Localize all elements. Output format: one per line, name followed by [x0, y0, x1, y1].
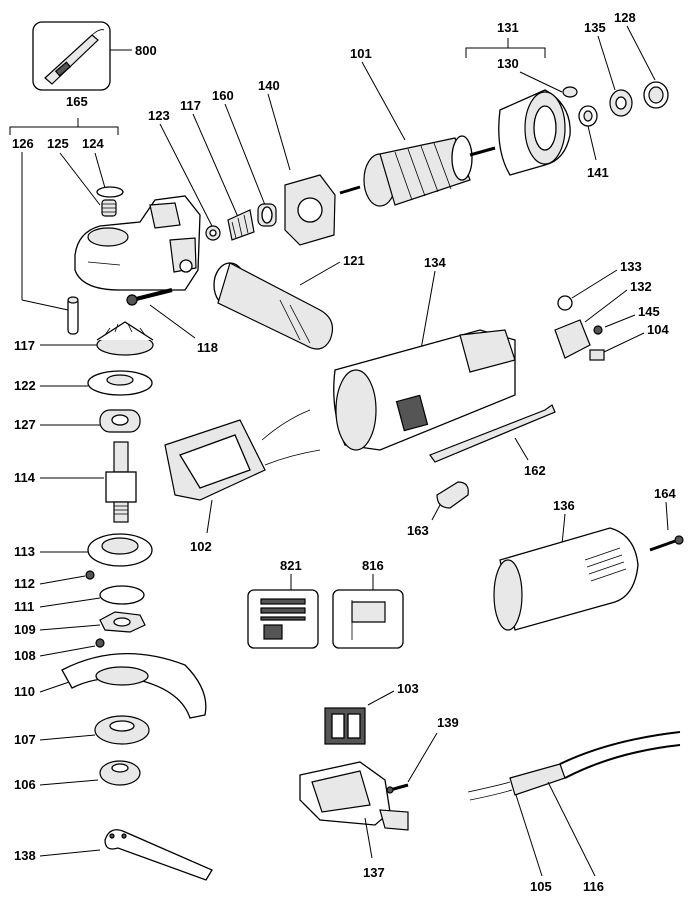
- part-123-nut: [205, 225, 221, 241]
- part-141-washer: [578, 105, 598, 127]
- label-165: 165: [66, 94, 88, 109]
- label-103: 103: [397, 681, 419, 696]
- part-114-spindle: [105, 441, 137, 523]
- label-114: 114: [14, 470, 36, 485]
- label-131: 131: [497, 20, 519, 35]
- part-164-screw: [649, 535, 684, 552]
- label-136: 136: [553, 498, 575, 513]
- part-107-flange: [94, 715, 150, 745]
- label-138: 138: [14, 848, 36, 863]
- part-131-motor-housing-end: [498, 89, 571, 176]
- label-107: 107: [14, 732, 36, 747]
- label-134: 134: [424, 255, 446, 270]
- part-118-screw: [126, 288, 173, 306]
- part-128-ring: [643, 81, 669, 109]
- part-133-spring: [557, 295, 573, 311]
- label-137: 137: [363, 865, 385, 880]
- label-130: 130: [497, 56, 519, 71]
- label-800: 800: [135, 43, 157, 58]
- label-123: 123: [148, 108, 170, 123]
- part-140-baffle: [284, 174, 336, 246]
- part-124-o-ring: [96, 186, 124, 198]
- label-117-bevel-gear: 117: [14, 338, 35, 353]
- part-112-screw: [85, 570, 95, 580]
- label-109: 109: [14, 622, 36, 637]
- part-135-bearing: [609, 89, 633, 117]
- part-139-screw: [386, 783, 409, 794]
- part-106-flange-nut: [99, 760, 141, 786]
- label-104: 104: [647, 322, 669, 337]
- label-116: 116: [583, 879, 604, 894]
- label-118: 118: [197, 340, 218, 355]
- part-134-motor-housing: [333, 329, 516, 451]
- label-125: 125: [47, 136, 69, 151]
- label-135: 135: [584, 20, 606, 35]
- label-102: 102: [190, 539, 212, 554]
- label-139: 139: [437, 715, 459, 730]
- part-132-brush-holder: [554, 319, 591, 359]
- label-126: 126: [12, 136, 34, 151]
- part-816-flag-label: [332, 589, 404, 649]
- label-128: 128: [614, 10, 636, 25]
- part-110-wheel-guard: [61, 653, 207, 719]
- part-108-screw: [95, 638, 105, 648]
- part-111-ring: [99, 585, 145, 605]
- part-145-screw: [593, 325, 603, 335]
- label-124: 124: [82, 136, 104, 151]
- part-138-spanner: [104, 829, 213, 881]
- label-160: 160: [212, 88, 234, 103]
- label-145: 145: [638, 304, 660, 319]
- part-109-clamp-plate: [99, 611, 146, 633]
- part-126-lock-pin: [67, 296, 79, 335]
- part-102-field: [164, 409, 321, 501]
- label-132: 132: [630, 279, 652, 294]
- part-163-switch-button: [436, 481, 469, 509]
- label-122: 122: [14, 378, 36, 393]
- part-117-pinion-gear: [227, 209, 255, 241]
- label-117-top: 117: [180, 98, 201, 113]
- label-140: 140: [258, 78, 280, 93]
- label-133: 133: [620, 259, 642, 274]
- part-130-bearing-small: [562, 86, 578, 98]
- part-105-116-power-cord: [467, 731, 681, 801]
- label-127: 127: [14, 417, 36, 432]
- label-110: 110: [14, 684, 35, 699]
- label-106: 106: [14, 777, 36, 792]
- part-821-label-sheet: [247, 589, 319, 649]
- label-163: 163: [407, 523, 429, 538]
- label-108: 108: [14, 648, 36, 663]
- part-125-spring: [101, 199, 117, 217]
- part-103-switch: [324, 707, 366, 745]
- label-111: 111: [14, 599, 34, 614]
- label-816: 816: [362, 558, 384, 573]
- label-141: 141: [587, 165, 609, 180]
- part-162-cord-clamp: [429, 404, 556, 463]
- label-113: 113: [14, 544, 35, 559]
- label-112: 112: [14, 576, 35, 591]
- part-160-bearing: [257, 203, 277, 227]
- label-105: 105: [530, 879, 552, 894]
- part-104-carbon-brush: [589, 349, 605, 361]
- part-127-bearing: [99, 409, 141, 433]
- part-800-tool-box: [32, 21, 111, 91]
- label-164: 164: [654, 486, 676, 501]
- part-122-bearing-plate: [87, 370, 153, 396]
- part-136-rear-cover: [493, 527, 639, 631]
- label-101: 101: [350, 46, 372, 61]
- label-162: 162: [524, 463, 546, 478]
- label-821: 821: [280, 558, 302, 573]
- label-121: 121: [343, 253, 365, 268]
- part-121-side-handle: [213, 262, 333, 350]
- part-165-gear-housing: [74, 195, 201, 291]
- part-117-bevel-gear: [96, 321, 154, 356]
- part-101-armature: [339, 135, 496, 207]
- part-113-bearing-housing: [87, 533, 153, 567]
- part-137-switch-holder: [299, 761, 409, 831]
